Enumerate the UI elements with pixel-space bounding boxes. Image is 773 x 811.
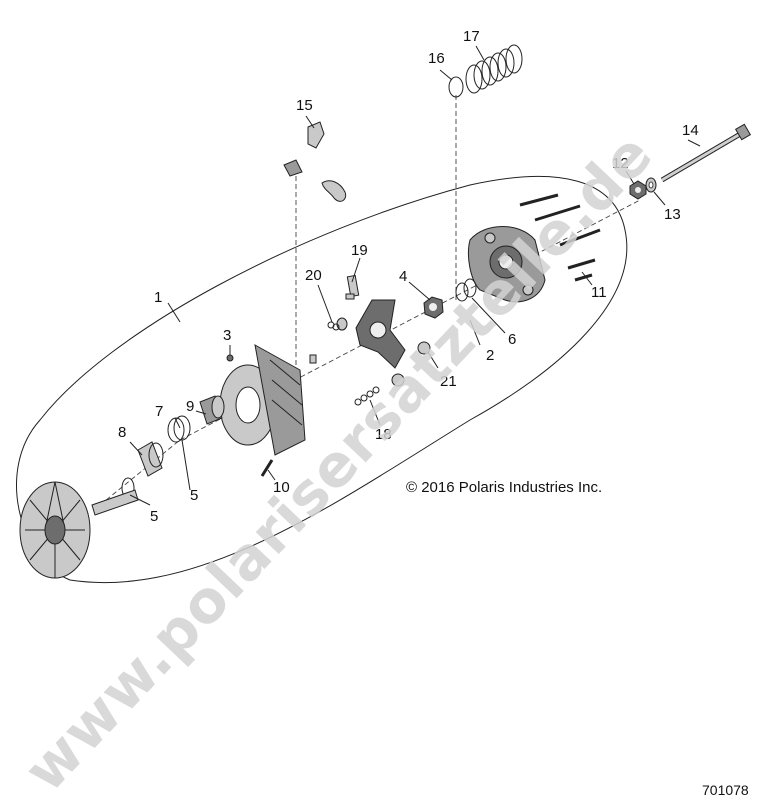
spider-nut-part [423, 296, 444, 319]
moveable-sheave-part [219, 344, 306, 456]
set-screw-part [226, 354, 234, 362]
callout-15: 15 [296, 97, 313, 114]
callout-16: 16 [428, 50, 445, 67]
callout-5b: 5 [190, 487, 198, 504]
pin-part [260, 459, 274, 477]
callout-labels: 1 2 3 4 5 5 6 7 8 9 10 11 12 13 14 15 16… [118, 28, 699, 525]
callout-11: 11 [591, 284, 607, 301]
callout-7: 7 [155, 403, 163, 420]
stationary-sheave-part [19, 481, 139, 579]
assembly-outline [16, 175, 628, 584]
leader-lines [129, 45, 701, 506]
callout-18: 18 [375, 426, 392, 443]
rings-part [167, 415, 191, 443]
callout-8: 8 [118, 424, 126, 441]
callout-3: 3 [223, 327, 231, 344]
nut-part [629, 180, 647, 200]
callout-17: 17 [463, 28, 480, 45]
callout-10: 10 [273, 479, 290, 496]
callout-2: 2 [486, 347, 494, 364]
callout-5a: 5 [150, 508, 158, 525]
callout-4: 4 [399, 268, 407, 285]
shift-weight-parts [283, 121, 347, 202]
callout-13: 13 [664, 206, 681, 223]
long-bolt-part [660, 123, 752, 183]
small-hardware-parts [309, 274, 431, 406]
callout-14: 14 [682, 122, 699, 139]
callout-19: 19 [351, 242, 368, 259]
copyright-notice: © 2016 Polaris Industries Inc. [406, 479, 602, 496]
washer-part [645, 177, 657, 193]
spacer-part [137, 441, 164, 477]
watermark-text: www.polarisersatzteile.de [11, 120, 666, 805]
spider-cover-part [467, 226, 546, 303]
callout-20: 20 [305, 267, 322, 284]
spider-part [355, 299, 406, 369]
callout-12: 12 [612, 155, 629, 172]
callout-1: 1 [154, 289, 162, 306]
bushing-rings-part [455, 278, 477, 302]
alignment-lines [99, 95, 641, 506]
callout-21: 21 [440, 373, 457, 390]
bushing-part [199, 395, 225, 425]
spring-part [465, 44, 523, 94]
callout-6: 6 [508, 331, 516, 348]
callout-9: 9 [186, 398, 194, 415]
spring-seat-ring-part [448, 76, 464, 98]
cover-bolts-part [519, 193, 601, 282]
figure-number: 701078 [702, 782, 749, 798]
